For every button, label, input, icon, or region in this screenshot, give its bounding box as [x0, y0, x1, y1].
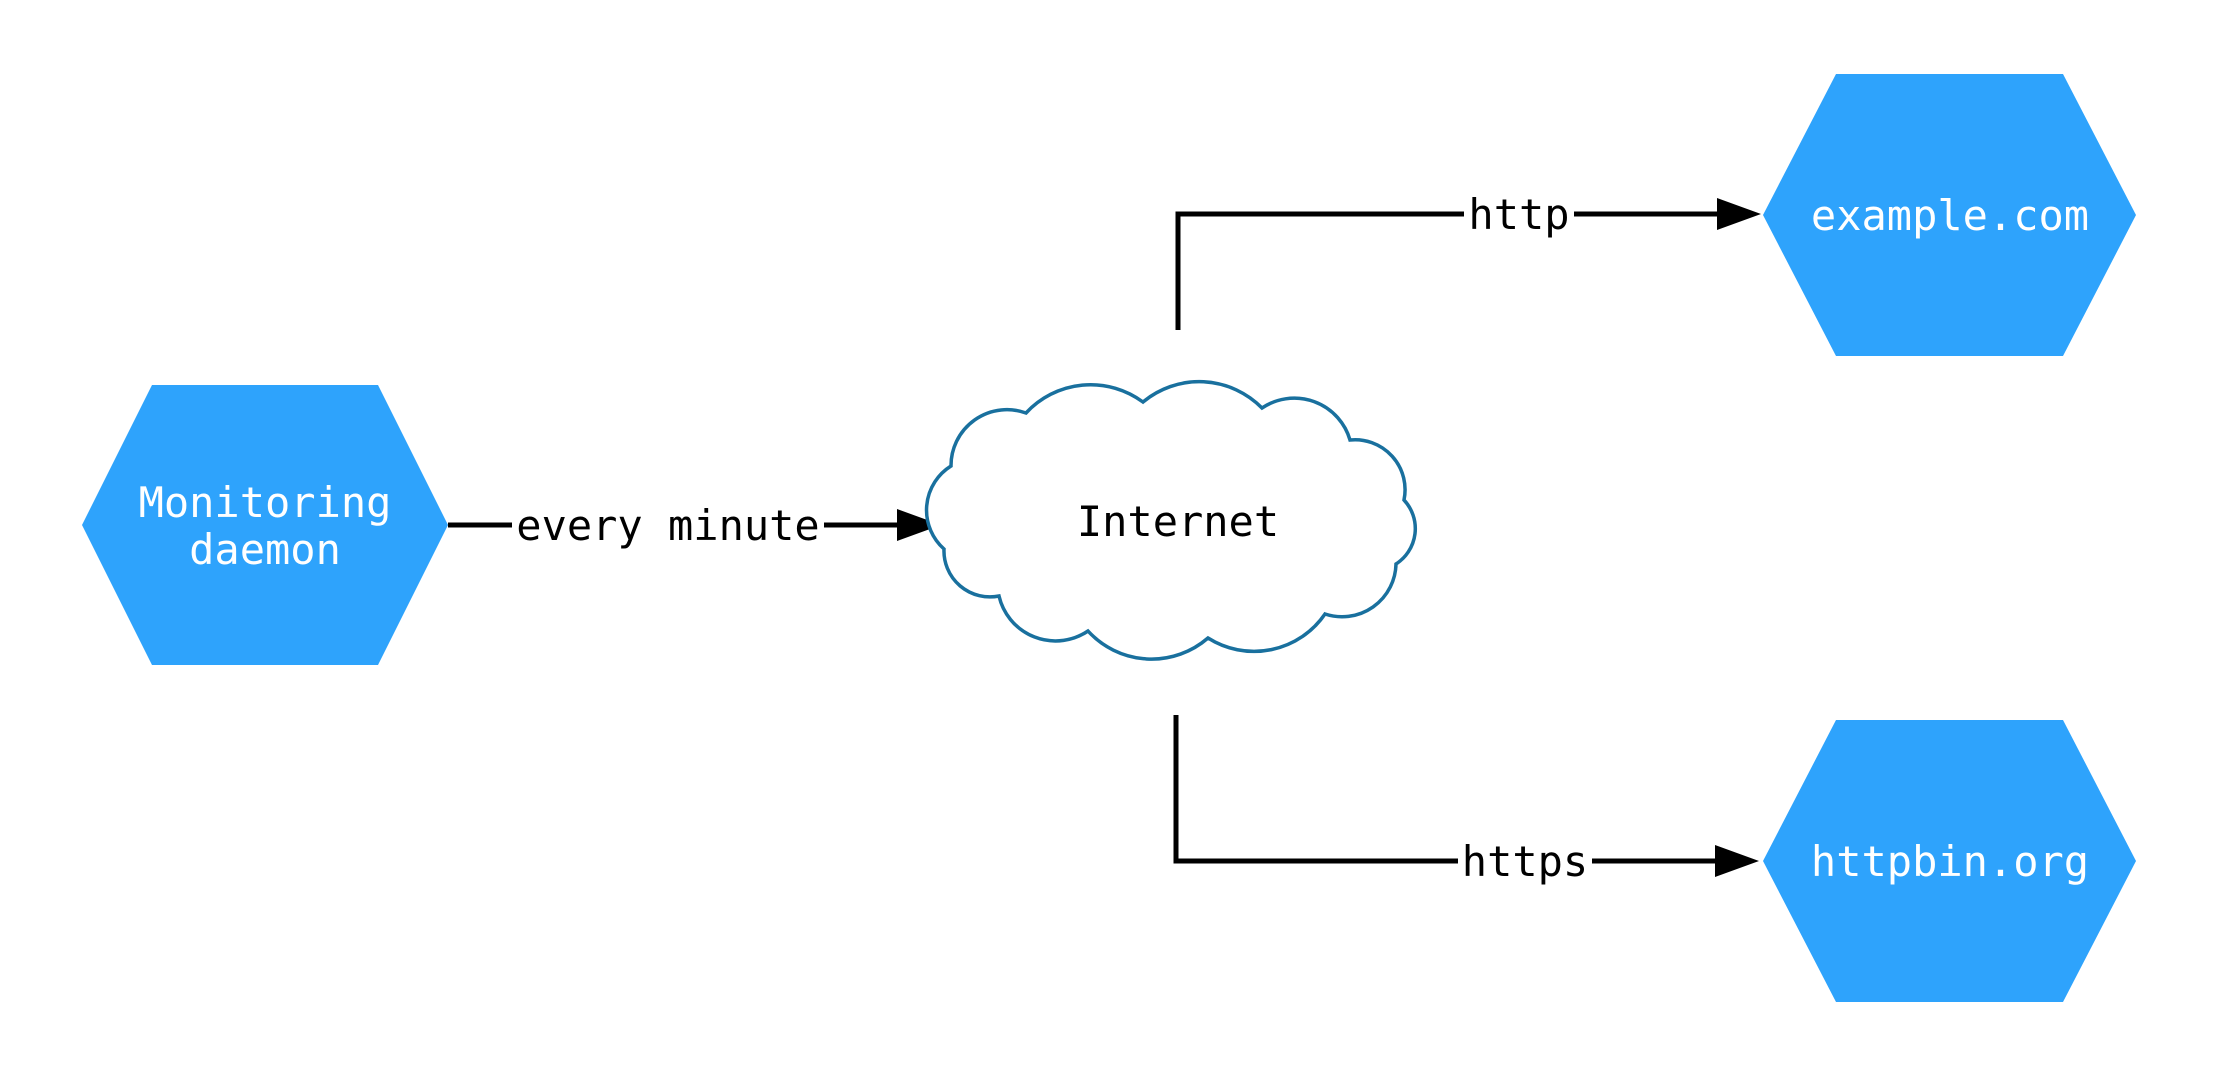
node-internet: Internet: [924, 379, 1418, 661]
node-httpbin-org: httpbin.org: [1763, 720, 2136, 1002]
monitoring-daemon-label-line1: Monitoring: [139, 478, 392, 527]
node-monitoring-daemon: Monitoring daemon: [82, 385, 448, 665]
arrowhead-icon: [897, 509, 941, 541]
edge-label-http: http: [1468, 190, 1569, 239]
edge-line: [1173, 715, 1715, 864]
edge-label-background: [1464, 190, 1574, 238]
example-com-hexagon: [1763, 74, 2136, 356]
edge-label-every-minute: every minute: [516, 501, 819, 550]
edge-internet-to-httpbin: https: [1173, 715, 1759, 886]
node-example-com: example.com: [1763, 74, 2136, 356]
edge-label-background: [1458, 837, 1592, 885]
httpbin-org-hexagon: [1763, 720, 2136, 1002]
internet-cloud-icon: [924, 379, 1418, 661]
arrowhead-icon: [1715, 845, 1759, 877]
monitoring-daemon-hexagon: [82, 385, 448, 665]
example-com-label: example.com: [1811, 191, 2089, 240]
arrowhead-icon: [1717, 198, 1761, 230]
internet-label: Internet: [1077, 497, 1279, 546]
edge-monitoring-to-internet: every minute: [448, 501, 941, 550]
edge-internet-to-example: http: [1175, 190, 1761, 330]
edge-line: [1175, 211, 1718, 330]
monitoring-daemon-label-line2: daemon: [189, 525, 341, 574]
edge-label-https: https: [1462, 837, 1588, 886]
httpbin-org-label: httpbin.org: [1811, 837, 2089, 886]
edge-label-background: [512, 501, 824, 549]
